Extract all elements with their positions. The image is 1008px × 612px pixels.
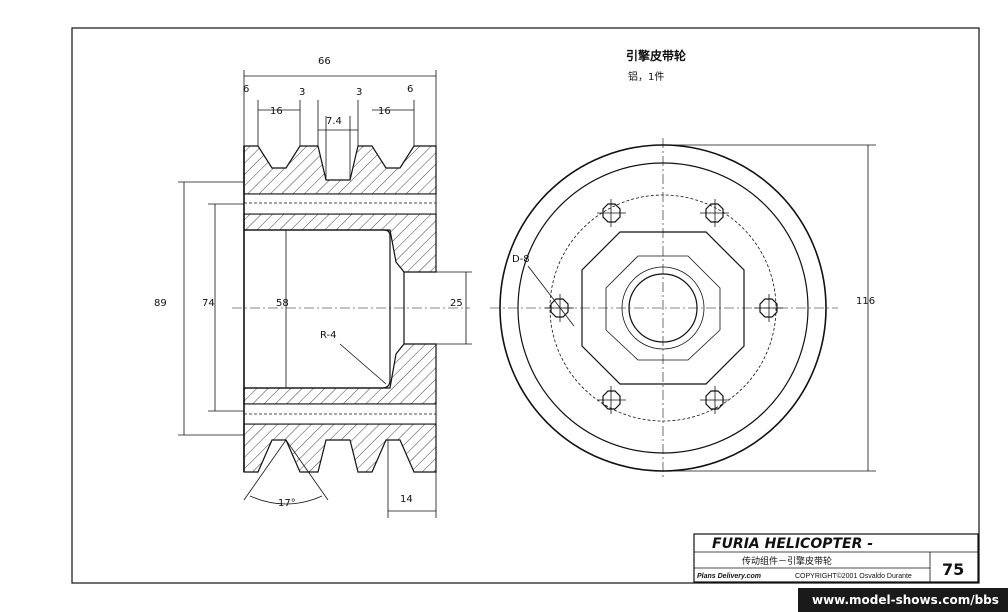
bolt-hole (700, 199, 729, 227)
angle-arc (249, 495, 323, 505)
watermark-text: www.model-shows.com/bbs (812, 593, 999, 607)
bore-outline (244, 229, 391, 389)
hub-octagon (581, 231, 745, 385)
copyright-text: COPYRIGHT©2001 Osvaldo Durante (795, 572, 912, 580)
material-note: 铝，1件 (628, 71, 664, 83)
section-view: 66 6 16 3 7.4 3 16 6 89 74 58 (154, 56, 472, 518)
page-number: 75 (942, 560, 964, 579)
dim-gap-right: 3 (356, 87, 362, 98)
dim-hub-bore: 25 (450, 298, 463, 309)
extension-line (243, 439, 287, 501)
top-rim-hatch (243, 145, 437, 195)
leader-line (339, 343, 387, 385)
dim-edge-left: 6 (243, 84, 249, 95)
dim-fillet-radius: R-4 (320, 330, 337, 341)
dim-edge-right: 6 (407, 84, 413, 95)
dim-groove-angle: 17° (278, 498, 296, 509)
bolt-hole (700, 386, 729, 414)
project-title: FURIA HELICOPTER - (712, 536, 873, 552)
leader-line (527, 265, 575, 327)
part-title: 引擎皮带轮 (626, 48, 687, 63)
front-view: D-8 116 (490, 138, 876, 478)
dim-groove-bottom: 7.4 (326, 116, 342, 127)
dim-inner-height: 74 (202, 298, 215, 309)
dim-outer-diameter: 116 (856, 296, 875, 307)
dim-outer-height: 89 (154, 298, 167, 309)
dim-pitch-left: 16 (270, 106, 283, 117)
bolt-hole (597, 386, 626, 414)
dim-pitch-right: 16 (378, 106, 391, 117)
bolt-hole (597, 199, 626, 227)
inner-octagon (605, 255, 721, 361)
watermark: www.model-shows.com/bbs (798, 588, 1008, 612)
dim-hole-spec: D-8 (512, 254, 530, 265)
bottom-rim-hatch (243, 423, 437, 473)
dim-gap-left: 3 (299, 87, 305, 98)
title-block: FURIA HELICOPTER - 传动组件－引擎皮带轮 Plans Deli… (693, 533, 979, 583)
site-name: Plans Delivery.com (697, 573, 761, 580)
web-lower-hatch (243, 343, 437, 405)
extension-line (285, 439, 329, 501)
drawing-frame (71, 27, 980, 584)
dim-overall-width: 66 (318, 56, 331, 67)
upper-band (243, 193, 437, 215)
web-upper-hatch (243, 213, 437, 273)
dim-hub-width: 14 (400, 494, 413, 505)
drawing-subtitle: 传动组件－引擎皮带轮 (742, 555, 832, 567)
dim-bore-depth: 58 (276, 298, 289, 309)
